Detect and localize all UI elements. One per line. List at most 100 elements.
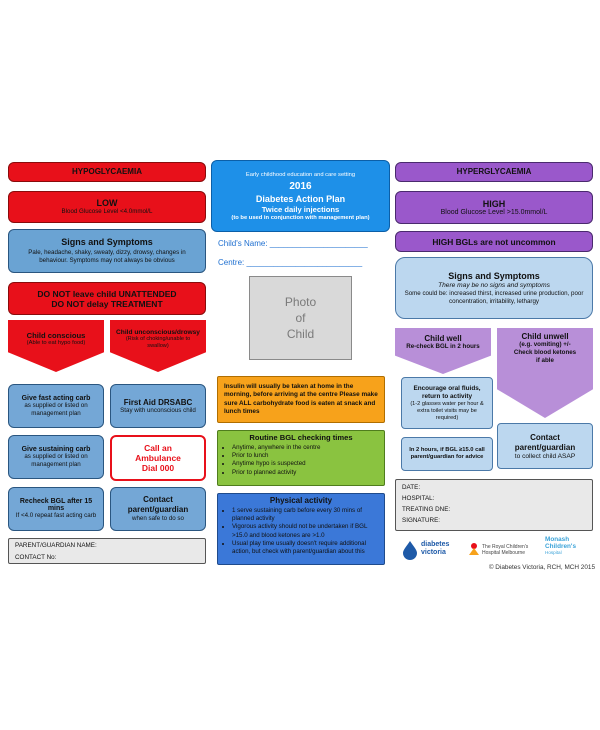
do-not-delay-text: DO NOT delay TREATMENT [51,298,163,309]
logo-rch-line2: Hospital Melbourne [482,550,526,557]
photo-line3: Child [286,327,315,341]
hyper-contact-sub: to collect child ASAP [514,452,576,460]
oral-fluids-box: Encourage oral fluids, return to activit… [401,377,493,429]
hyper-contact-title: Contact parent/guardian [514,432,576,452]
child-unconscious-title: Child unconscious/drowsy [116,329,200,336]
hospital-label: HOSPITAL: [402,495,435,502]
diabetes-victoria-logo: diabetes victoria [402,538,462,562]
logo-diabetes-line1: diabetes [421,541,450,548]
routine-bgl-box: Routine BGL checking times Anytime, anyw… [217,430,385,486]
insulin-box: Insulin will usually be taken at home in… [217,376,385,423]
treating-dne-label: TREATING DNE: [402,506,451,513]
photo-line2: of [295,311,306,325]
oral-fluids-sub: (1-2 glasses water per hour & extra toil… [410,400,484,421]
childs-name-label: Child's Name: ______________________ [218,239,368,248]
first-aid-sub: Stay with unconscious child [120,406,196,414]
recheck-box: Recheck BGL after 15 mins If <4.0 repeat… [8,487,104,531]
copyright-value: © Diabetes Victoria, RCH, MCH 2015 [488,564,595,571]
hypo-signs-text: Pale, headache, shaky, sweaty, dizzy, dr… [28,249,186,264]
high-title: HIGH [482,199,506,209]
hypo-signs-box: Signs and Symptoms Pale, headache, shaky… [8,229,206,273]
photo-line1: Photo [284,295,317,309]
child-unconscious-sub: (Risk of choking/unable to swallow) [125,336,191,349]
routine-item: Anytime hypo is suspected [232,460,380,468]
two-hours-text: In 2 hours, if BGL ≥15.0 call parent/gua… [409,446,485,460]
contact-no-label: CONTACT No: [15,554,57,561]
hyper-signs-title: Signs and Symptoms [448,270,540,281]
low-box: LOW Blood Glucose Level <4.0mmol/L [8,191,206,223]
child-conscious-sub: (Able to eat hypo food) [26,340,86,346]
fast-carb-box: Give fast acting carb as supplied or lis… [8,384,104,428]
high-subtitle: Blood Glucose Level >15.0mmol/L [440,209,548,216]
hyper-signs-box: Signs and Symptoms There may be no signs… [395,257,593,319]
photo-placeholder: Photo of Child [249,276,352,360]
oral-fluids-title: Encourage oral fluids, return to activit… [413,384,481,400]
hyper-signs-sub: There may be no signs and symptoms [438,281,550,289]
ambulance-line2: Ambulance [135,453,181,463]
child-unwell-title: Child unwell [521,332,569,341]
insulin-text: Insulin will usually be taken at home in… [224,382,378,415]
recheck-sub: If <4.0 repeat fast acting carb [15,512,97,520]
monash-logo: Monash Children's Hospital [545,536,593,564]
centre-label: Centre: __________________________ [218,258,363,267]
details-box: DATE: HOSPITAL: TREATING DNE: SIGNATURE: [395,479,593,531]
childs-name-field[interactable]: Child's Name: ______________________ [218,239,388,248]
ambulance-line3: Dial 000 [141,463,175,473]
child-unwell-box: Child unwell (e.g. vomiting) +/- Check b… [497,328,593,418]
plan-header-box: Early childhood education and care setti… [211,160,390,232]
activity-item: 1 serve sustaining carb before every 30 … [232,507,380,523]
activity-title: Physical activity [269,496,333,505]
hypo-contact-box: Contact parent/guardian when safe to do … [110,487,206,531]
do-not-leave-box: DO NOT leave child UNATTENDED DO NOT del… [8,282,206,315]
child-well-title: Child well [424,334,462,343]
conjunction-text: (to be used in conjunction with manageme… [231,214,370,221]
hyper-signs-text: Some could be: increased thirst, increas… [404,289,584,305]
ambulance-box: Call an Ambulance Dial 000 [110,435,206,481]
centre-field[interactable]: Centre: __________________________ [218,258,388,267]
child-well-sub: Re-check BGL in 2 hours [406,343,480,350]
physical-activity-box: Physical activity 1 serve sustaining car… [217,493,385,565]
logo-monash-line2: Children's [545,543,576,550]
logo-monash-line3: Hospital [545,550,562,555]
two-hours-box: In 2 hours, if BGL ≥15.0 call parent/gua… [401,437,493,471]
date-label: DATE: [402,484,421,491]
hypoglycaemia-header-text: HYPOGLYCAEMIA [72,167,142,176]
recheck-title: Recheck BGL after 15 mins [19,498,93,513]
not-uncommon-text: HIGH BGLs are not uncommon [432,236,556,247]
setting-text: Early childhood education and care setti… [245,171,356,178]
hypo-signs-title: Signs and Symptoms [61,237,153,248]
child-conscious-title: Child conscious [26,331,86,340]
sustaining-carb-sub: as supplied or listed on management plan [24,452,88,468]
rch-emblem-icon [469,543,479,555]
logo-diabetes-line2: victoria [421,549,446,556]
low-subtitle: Blood Glucose Level <4.0mmol/L [61,208,153,216]
plan-year: 2016 [289,180,312,192]
child-unwell-sub2: Check blood ketones if able [513,349,577,364]
child-unwell-sub1: (e.g. vomiting) +/- [519,341,571,348]
routine-item: Prior to lunch [232,452,380,460]
routine-item: Anytime, anywhere in the centre [232,444,380,452]
sustaining-carb-title: Give sustaining carb [21,445,91,453]
logo-monash-line1: Monash [545,536,570,543]
first-aid-box: First Aid DRSABC Stay with unconscious c… [110,384,206,428]
sustaining-carb-box: Give sustaining carb as supplied or list… [8,435,104,479]
activity-item: Usual play time usually doesn't require … [232,540,380,556]
parent-name-label: PARENT/GUARDIAN NAME: [15,542,97,549]
hyper-contact-box: Contact parent/guardian to collect child… [497,423,593,469]
plan-title: Diabetes Action Plan [255,193,346,204]
child-conscious-arrow: Child conscious (Able to eat hypo food) [8,320,104,372]
parent-contact-box: PARENT/GUARDIAN NAME: CONTACT No: [8,538,206,564]
high-box: HIGH Blood Glucose Level >15.0mmol/L [395,191,593,224]
hyperglycaemia-header: HYPERGLYCAEMIA [395,162,593,182]
ambulance-line1: Call an [144,443,172,453]
child-well-arrow: Child well Re-check BGL in 2 hours [395,328,491,374]
hypo-contact-title: Contact parent/guardian [127,495,189,515]
drop-icon [403,541,417,560]
hypo-contact-sub: when safe to do so [132,515,184,523]
copyright-text: © Diabetes Victoria, RCH, MCH 2015 [440,564,595,571]
logo-rch-line1: The Royal Children's [482,544,529,550]
rch-logo: The Royal Children's Hospital Melbourne [468,540,538,562]
low-title: LOW [96,198,118,209]
do-not-leave-text: DO NOT leave child UNATTENDED [37,288,177,299]
routine-list: Anytime, anywhere in the centre Prior to… [222,444,380,477]
